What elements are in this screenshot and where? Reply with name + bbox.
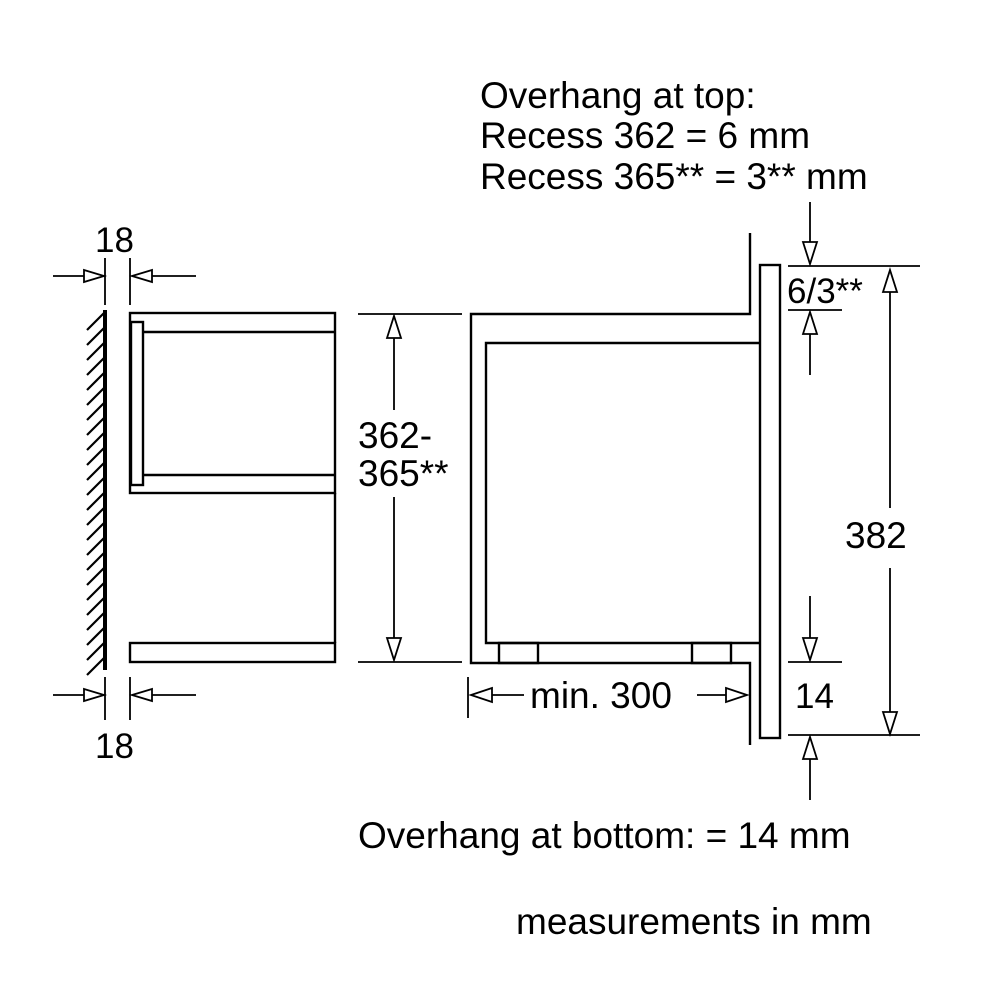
arrow-down-icon — [801, 637, 819, 663]
arrow-up-icon — [801, 734, 819, 760]
recess-365-note: Recess 365** = 3** mm — [480, 156, 868, 197]
dimension-recess-height: 362- 365** — [358, 313, 462, 663]
arrow-up-icon — [385, 313, 403, 339]
arrow-left-icon — [128, 268, 153, 284]
appliance-body — [484, 341, 760, 645]
dimension-total-height: 382 — [845, 267, 907, 737]
arrow-right-icon — [83, 687, 108, 703]
units-note: measurements in mm — [516, 901, 872, 942]
dimension-18-top: 18 — [53, 221, 196, 305]
depth-label: min. 300 — [530, 675, 672, 716]
footer-notes: Overhang at bottom: = 14 mm measurements… — [358, 815, 872, 942]
arrow-right-icon — [725, 686, 750, 704]
bottom-gap-label: 14 — [795, 677, 834, 716]
arrow-right-icon — [83, 268, 108, 284]
arrow-left-icon — [468, 686, 493, 704]
right-view: 6/3** 382 14 min. 300 — [467, 202, 920, 800]
dimension-depth: min. 300 — [467, 675, 750, 718]
overhang-top-title: Overhang at top: — [480, 75, 756, 116]
arrow-up-icon — [881, 267, 899, 293]
total-height-label: 382 — [845, 515, 907, 556]
recess-height-label-line2: 365** — [358, 453, 449, 494]
overhang-bottom-note: Overhang at bottom: = 14 mm — [358, 815, 851, 856]
arrow-down-icon — [881, 711, 899, 737]
dimension-top-gap: 6/3** — [787, 202, 920, 375]
recess-362-note: Recess 362 = 6 mm — [480, 115, 810, 156]
appliance-foot-front — [497, 641, 540, 665]
top-gap-label: 6/3** — [787, 272, 863, 311]
recess-height-label-line1: 362- — [358, 415, 432, 456]
arrow-left-icon — [128, 687, 153, 703]
arrow-down-icon — [385, 637, 403, 663]
dimension-18-top-label: 18 — [95, 221, 134, 260]
niche-outline — [469, 233, 752, 745]
arrow-down-icon — [801, 241, 819, 267]
cabinet-lower — [128, 493, 337, 664]
appliance-foot-rear — [690, 641, 733, 665]
overhang-top-note: Overhang at top: Recess 362 = 6 mm Reces… — [480, 75, 868, 197]
left-view: 18 18 — [53, 221, 462, 766]
front-frame-panel — [758, 263, 782, 740]
cabinet-upper — [128, 311, 337, 495]
dimension-18-bottom: 18 — [53, 677, 196, 766]
wall-hatched — [86, 310, 107, 676]
cabinet-base-shelf — [128, 641, 337, 664]
dimension-18-bottom-label: 18 — [95, 727, 134, 766]
front-panel — [129, 320, 145, 487]
arrow-up-icon — [801, 309, 819, 335]
dimension-bottom-gap: 14 — [788, 596, 920, 800]
